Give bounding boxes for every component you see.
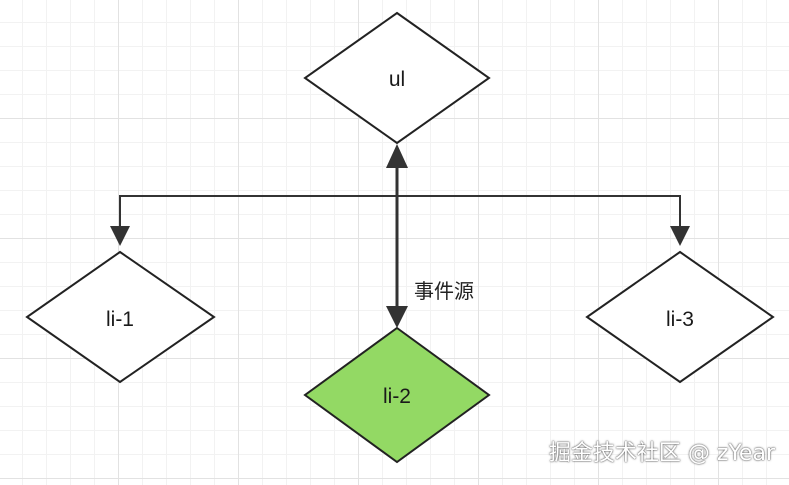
arrowhead-li-1 [110, 226, 130, 246]
node-li-3-label: li-3 [666, 308, 694, 331]
node-li-1-label: li-1 [106, 308, 134, 331]
node-ul-label: ul [389, 68, 405, 91]
node-li-2-label: li-2 [383, 385, 411, 408]
edge-label-event-source: 事件源 [414, 279, 474, 303]
node-li-3[interactable]: li-3 [585, 250, 775, 384]
node-ul[interactable]: ul [303, 11, 491, 145]
diamond-li-1 [25, 250, 216, 384]
diamond-ul [303, 11, 491, 145]
node-li-1[interactable]: li-1 [25, 250, 216, 384]
arrowhead-li-2 [386, 306, 408, 328]
arrowhead-ul [386, 144, 408, 168]
watermark: 掘金技术社区 @ zYear [548, 441, 775, 466]
arrowhead-li-3 [670, 226, 690, 246]
node-li-2[interactable]: li-2 [303, 326, 491, 464]
branch-connector [119, 195, 681, 244]
diamond-li-2 [303, 326, 491, 464]
diamond-li-3 [585, 250, 775, 384]
